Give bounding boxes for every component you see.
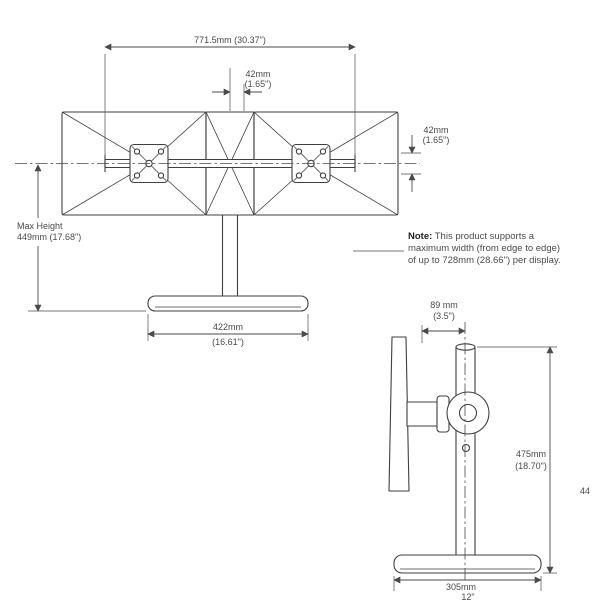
monitor-side [388, 336, 410, 492]
right-offset-dimension-label-line1: 42mm [423, 125, 449, 135]
note-line-2: maximum width (from edge to edge) [408, 243, 561, 254]
max-height-label-line1: Max Height [17, 221, 63, 231]
base-width-label-line2: (16.61") [212, 337, 244, 347]
height-dimension-label-line2: (18.70") [513, 461, 549, 471]
side-dimension-lines [393, 325, 557, 591]
depth-dimension-label-line2: (3.5") [433, 311, 455, 321]
clipped-dimension-value: 44 [580, 486, 591, 496]
pole-front [221, 214, 239, 298]
height-dimension-label-line1: 475mm [513, 449, 549, 459]
side-view [388, 322, 557, 591]
right-offset-dimension-label-line2: (1.65") [422, 135, 450, 145]
note-line-1: Note: This product supports a [408, 231, 535, 242]
overall-width-dimension-label: 771.5mm (30.37") [192, 35, 268, 45]
top-offset-dimension-label-line2: (1.65") [244, 79, 272, 89]
note-label: Note: [408, 231, 433, 242]
depth-dimension-label-line1: 89 mm [430, 300, 458, 310]
top-offset-dimension-label-line1: 42mm [245, 69, 271, 79]
front-view [15, 43, 421, 341]
mounting-ring [446, 391, 490, 453]
max-height-label-line2: 449mm (17.68") [17, 232, 82, 242]
note-line-3: of up to 728mm (28.66") per display. [408, 255, 561, 266]
base-depth-label-line2: 12" [461, 592, 475, 600]
base-front [147, 295, 309, 312]
mount-bracket [406, 395, 450, 433]
base-depth-label-line1: 305mm [443, 582, 479, 592]
front-dimension-lines [28, 43, 421, 341]
base-width-label-line1: 422mm [212, 322, 244, 332]
base-side [393, 554, 542, 574]
note-block: Note: This product supports a maximum wi… [408, 231, 598, 267]
